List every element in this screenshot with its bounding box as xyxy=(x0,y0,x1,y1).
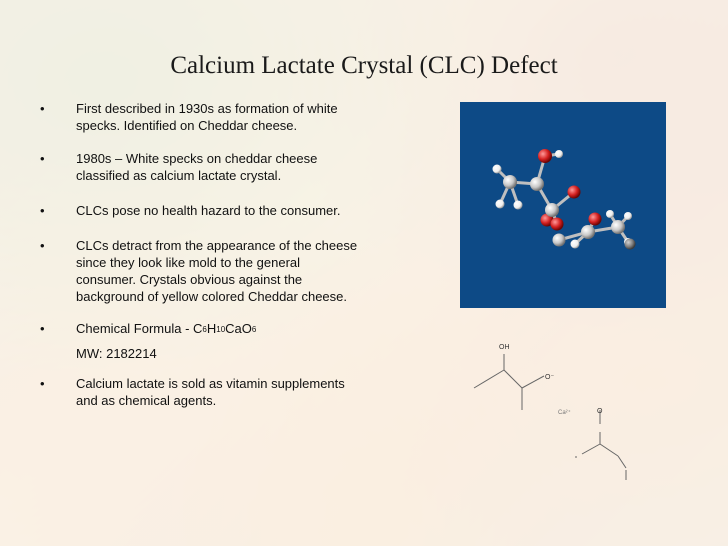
oxygen-atom xyxy=(588,212,602,226)
bullet-health-text: CLCs pose no health hazard to the consum… xyxy=(76,203,341,218)
carbon-atom xyxy=(503,175,517,189)
o-top-label: O xyxy=(597,408,603,415)
oxygen-atom xyxy=(567,185,581,199)
structural-formula: OH O⁻ Ca²⁺ O xyxy=(460,320,690,520)
formula-subscript: 6 xyxy=(202,325,207,334)
oh-label: OH xyxy=(499,344,510,351)
chemical-formula: C6H10CaO6 xyxy=(193,321,256,336)
bullet-history: First described in 1930s as formation of… xyxy=(40,100,360,134)
slide-title: Calcium Lactate Crystal (CLC) Defect xyxy=(170,52,558,79)
bullet-uses-text: Calcium lactate is sold as vitamin suppl… xyxy=(76,376,345,408)
carbon-atom xyxy=(581,225,595,239)
carbon-atom xyxy=(530,177,544,191)
formula-part: H xyxy=(206,321,217,336)
bullet-formula: Chemical Formula - C6H10CaO6 MW: 2182214 xyxy=(40,320,360,362)
hydrogen-atom xyxy=(495,199,505,209)
bullet-appearance-text: CLCs detract from the appearance of the … xyxy=(76,238,358,304)
formula-part: CaO xyxy=(225,321,252,336)
formula-subscript: 6 xyxy=(251,325,257,334)
bullet-classification: 1980s – White specks on cheddar cheese c… xyxy=(40,150,360,184)
formula-part: C xyxy=(193,321,203,336)
bullet-uses: Calcium lactate is sold as vitamin suppl… xyxy=(40,375,360,409)
molecular-weight: MW: 2182214 xyxy=(76,346,157,361)
ca-label: Ca²⁺ xyxy=(558,409,571,416)
hydrogen-atom xyxy=(513,200,523,210)
formula-prefix: Chemical Formula - xyxy=(76,321,194,336)
bullet-history-text: First described in 1930s as formation of… xyxy=(76,101,338,133)
molecule-bonds xyxy=(495,152,630,246)
bullet-health: CLCs pose no health hazard to the consum… xyxy=(40,202,360,219)
hydrogen-atom xyxy=(624,212,632,220)
oxygen-atom xyxy=(538,149,552,163)
hydrogen-atom xyxy=(555,150,563,158)
formula-subscript: 10 xyxy=(216,325,226,334)
carbon-atom xyxy=(552,233,566,247)
hydrogen-atom xyxy=(492,164,502,174)
molecule-3d-svg xyxy=(492,149,636,250)
structural-formula-svg: OH O⁻ Ca²⁺ O xyxy=(473,344,627,480)
o-minus-label: O⁻ xyxy=(545,374,554,381)
bullet-list: First described in 1930s as formation of… xyxy=(40,100,360,409)
skeletal-bonds xyxy=(473,354,627,480)
carbon-atom xyxy=(611,220,625,234)
hydrogen-atom xyxy=(570,239,580,249)
molecule-3d-model xyxy=(460,102,666,308)
bullet-classification-text: 1980s – White specks on cheddar cheese c… xyxy=(76,151,318,183)
carbon-atom xyxy=(545,203,559,217)
hydrogen-atom xyxy=(606,210,614,218)
calcium-atom xyxy=(624,238,636,250)
bullet-appearance: CLCs detract from the appearance of the … xyxy=(40,237,360,305)
oxygen-atom xyxy=(550,217,564,231)
